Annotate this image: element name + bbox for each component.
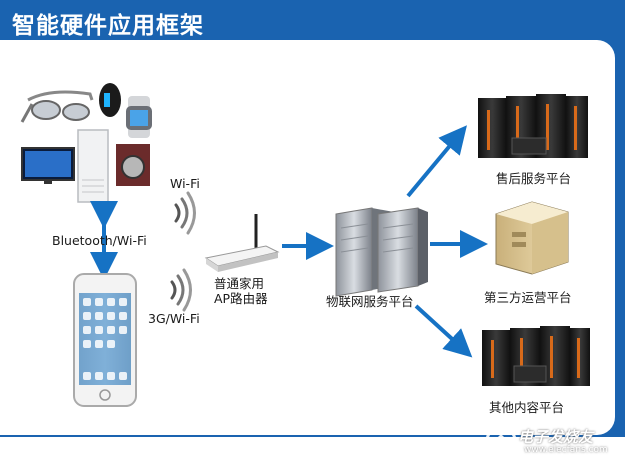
watermark-url: www.elecfans.com [524,445,608,455]
iot-to-other-content-arrow [414,304,473,358]
slide-title: 智能硬件应用框架 [12,13,204,39]
router-label-line2: AP路由器 [214,291,268,306]
other-content-platform-label: 其他内容平台 [489,400,565,415]
wifi-signal-bottom-icon [170,268,192,312]
smart-band-icon [99,83,121,117]
after-sales-platform-label: 售后服务平台 [496,171,572,186]
television-icon [21,147,75,184]
iot-server-icon [335,207,428,297]
third-party-server-icon [495,201,569,275]
third-party-platform-label: 第三方运营平台 [484,290,572,305]
watermark-text: 电子发烧友 [518,428,594,446]
router-label-line1: 普通家用 [214,276,265,291]
other-content-server-icon [482,326,590,386]
iot-platform-label: 物联网服务平台 [326,294,414,309]
iot-to-after-sales-arrow [406,125,467,198]
after-sales-server-icon [478,94,588,158]
smartphone-icon [73,273,137,407]
washing-machine-icon [116,144,150,186]
router-icon [204,214,280,272]
watermark: 电子发烧友 www.elecfans.com [482,422,617,462]
air-conditioner-icon [77,129,109,203]
smart-devices-group [20,83,152,203]
cellular-wifi-label: 3G/Wi-Fi [148,311,200,326]
smart-glasses-icon [20,90,94,123]
wifi-signal-top-icon [174,191,196,235]
watermark-logo-icon [485,425,517,457]
bluetooth-wifi-label: Bluetooth/Wi-Fi [52,233,147,248]
footer-band [0,437,625,467]
wifi-label: Wi-Fi [170,176,200,191]
smart-watch-icon [126,96,152,138]
